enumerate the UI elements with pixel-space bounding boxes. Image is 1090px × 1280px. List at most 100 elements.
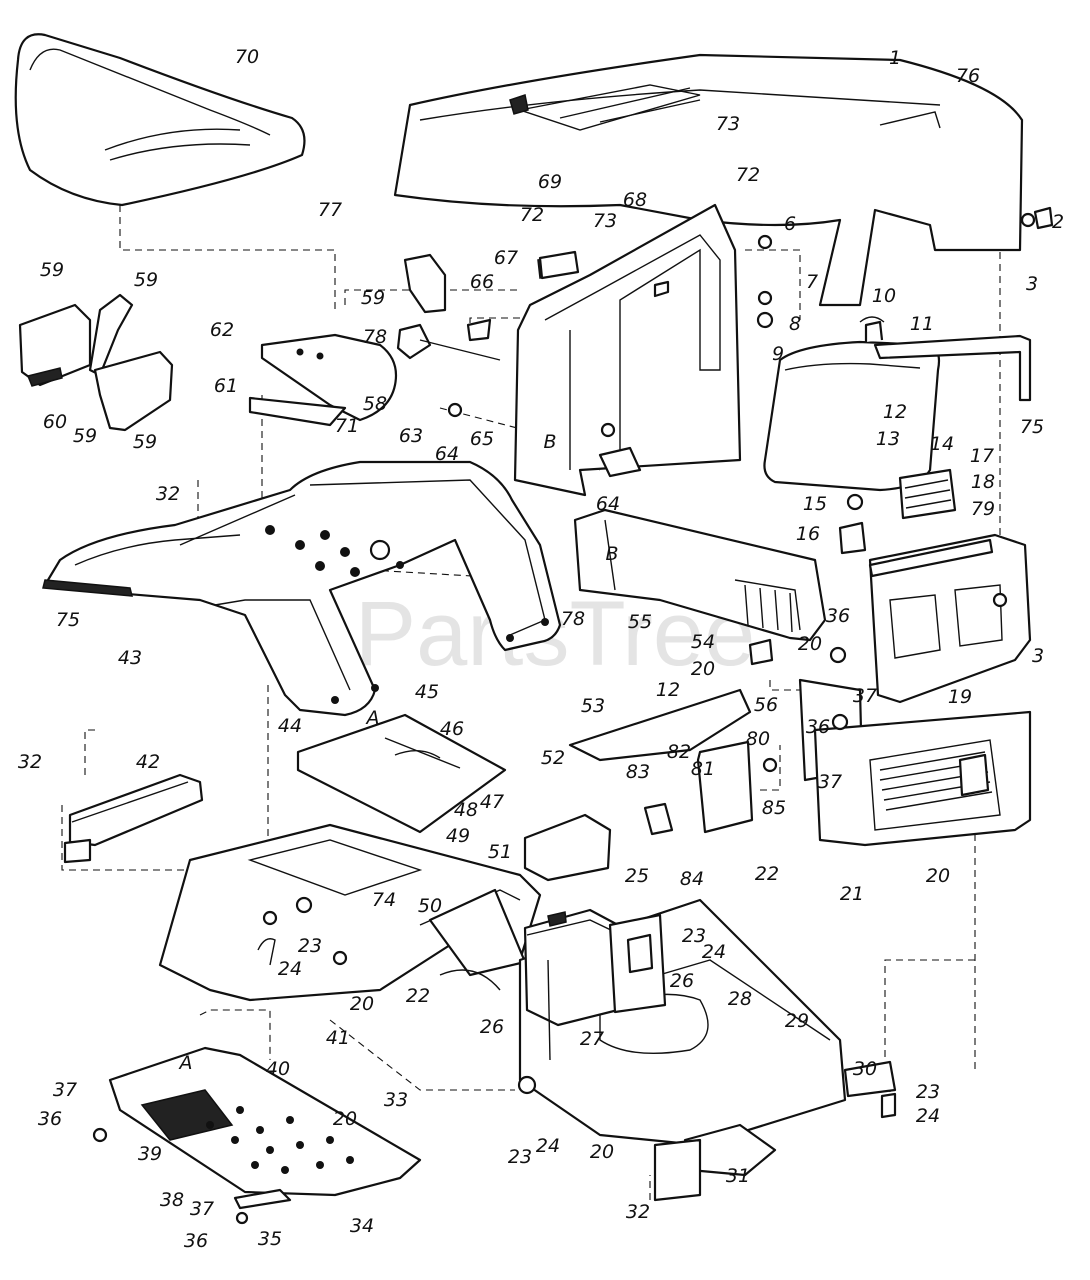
reference-b-dash: B [543, 431, 556, 453]
fender [42, 460, 562, 717]
label-32: 32 [18, 751, 42, 773]
label-35: 35 [258, 1228, 282, 1250]
label-34: 34 [350, 1215, 374, 1237]
hood [393, 53, 1024, 307]
label-72: 72 [520, 204, 544, 226]
reference-a-fender: A [365, 707, 380, 729]
small-parts [92, 206, 1054, 1225]
label-24: 24 [702, 941, 726, 963]
label-78: 78 [561, 608, 585, 630]
label-36: 36 [806, 716, 830, 738]
label-37: 37 [853, 685, 877, 707]
label-66: 66 [470, 271, 494, 293]
label-28: 28 [728, 988, 752, 1010]
label-23: 23 [916, 1081, 940, 1103]
label-36: 36 [38, 1108, 62, 1130]
label-38: 38 [160, 1189, 184, 1211]
label-32: 32 [626, 1201, 650, 1223]
label-73: 73 [716, 113, 740, 135]
label-6: 6 [784, 213, 796, 235]
label-75: 75 [1020, 416, 1044, 438]
label-24: 24 [278, 958, 302, 980]
label-21: 21 [840, 883, 864, 905]
label-22: 22 [406, 985, 430, 1007]
label-60: 60 [43, 411, 67, 433]
label-67: 67 [494, 247, 518, 269]
label-64: 64 [435, 443, 459, 465]
label-8: 8 [789, 313, 801, 335]
label-59: 59 [73, 425, 97, 447]
label-23: 23 [508, 1146, 532, 1168]
floor-plate [296, 713, 507, 834]
label-16: 16 [796, 523, 820, 545]
label-68: 68 [623, 189, 647, 211]
label-49: 49 [446, 825, 470, 847]
label-59: 59 [40, 259, 64, 281]
label-51: 51 [488, 841, 512, 863]
label-73: 73 [593, 210, 617, 232]
label-53: 53 [581, 695, 605, 717]
label-11: 11 [910, 313, 934, 335]
label-20: 20 [590, 1141, 614, 1163]
label-83: 83 [626, 761, 650, 783]
label-15: 15 [803, 493, 827, 515]
label-64: 64 [596, 493, 620, 515]
label-47: 47 [480, 791, 504, 813]
label-39: 39 [138, 1143, 162, 1165]
label-3: 3 [1032, 645, 1044, 667]
label-10: 10 [872, 285, 896, 307]
label-29: 29 [785, 1010, 809, 1032]
label-62: 62 [210, 319, 234, 341]
label-25: 25 [625, 865, 649, 887]
label-36: 36 [184, 1230, 208, 1252]
label-59: 59 [361, 287, 385, 309]
label-37: 37 [818, 771, 842, 793]
label-82: 82 [667, 741, 691, 763]
label-63: 63 [399, 425, 423, 447]
seat [14, 33, 306, 207]
label-71: 71 [335, 415, 359, 437]
label-20: 20 [350, 993, 374, 1015]
foot-deck [108, 1046, 422, 1210]
label-20: 20 [333, 1108, 357, 1130]
label-44: 44 [278, 715, 302, 737]
label-26: 26 [670, 970, 694, 992]
label-22: 22 [755, 863, 779, 885]
label-52: 52 [541, 747, 565, 769]
label-23: 23 [682, 925, 706, 947]
label-1: 1 [889, 47, 901, 69]
frame-chassis [158, 823, 542, 1002]
label-2: 2 [1052, 211, 1064, 233]
label-23: 23 [298, 935, 322, 957]
label-14: 14 [930, 433, 954, 455]
label-84: 84 [680, 868, 704, 890]
grille-nose [798, 533, 1032, 847]
label-74: 74 [372, 889, 396, 911]
steering-bracket [248, 333, 398, 427]
label-61: 61 [214, 375, 238, 397]
label-59: 59 [133, 431, 157, 453]
label-13: 13 [876, 428, 900, 450]
label-54: 54 [691, 631, 715, 653]
label-58: 58 [363, 393, 387, 415]
label-18: 18 [971, 471, 995, 493]
label-76: 76 [956, 65, 980, 87]
label-37: 37 [190, 1198, 214, 1220]
label-26: 26 [480, 1016, 504, 1038]
label-40: 40 [266, 1058, 290, 1080]
label-56: 56 [754, 694, 778, 716]
label-7: 7 [806, 271, 818, 293]
label-78: 78 [363, 326, 387, 348]
label-9: 9 [772, 343, 784, 365]
label-79: 79 [971, 498, 995, 520]
label-48: 48 [454, 799, 478, 821]
label-24: 24 [536, 1135, 560, 1157]
label-41: 41 [326, 1027, 350, 1049]
label-45: 45 [415, 681, 439, 703]
label-30: 30 [853, 1058, 877, 1080]
label-3: 3 [1026, 273, 1038, 295]
rear-bar [873, 334, 1032, 402]
label-12: 12 [883, 401, 907, 423]
label-77: 77 [318, 199, 342, 221]
